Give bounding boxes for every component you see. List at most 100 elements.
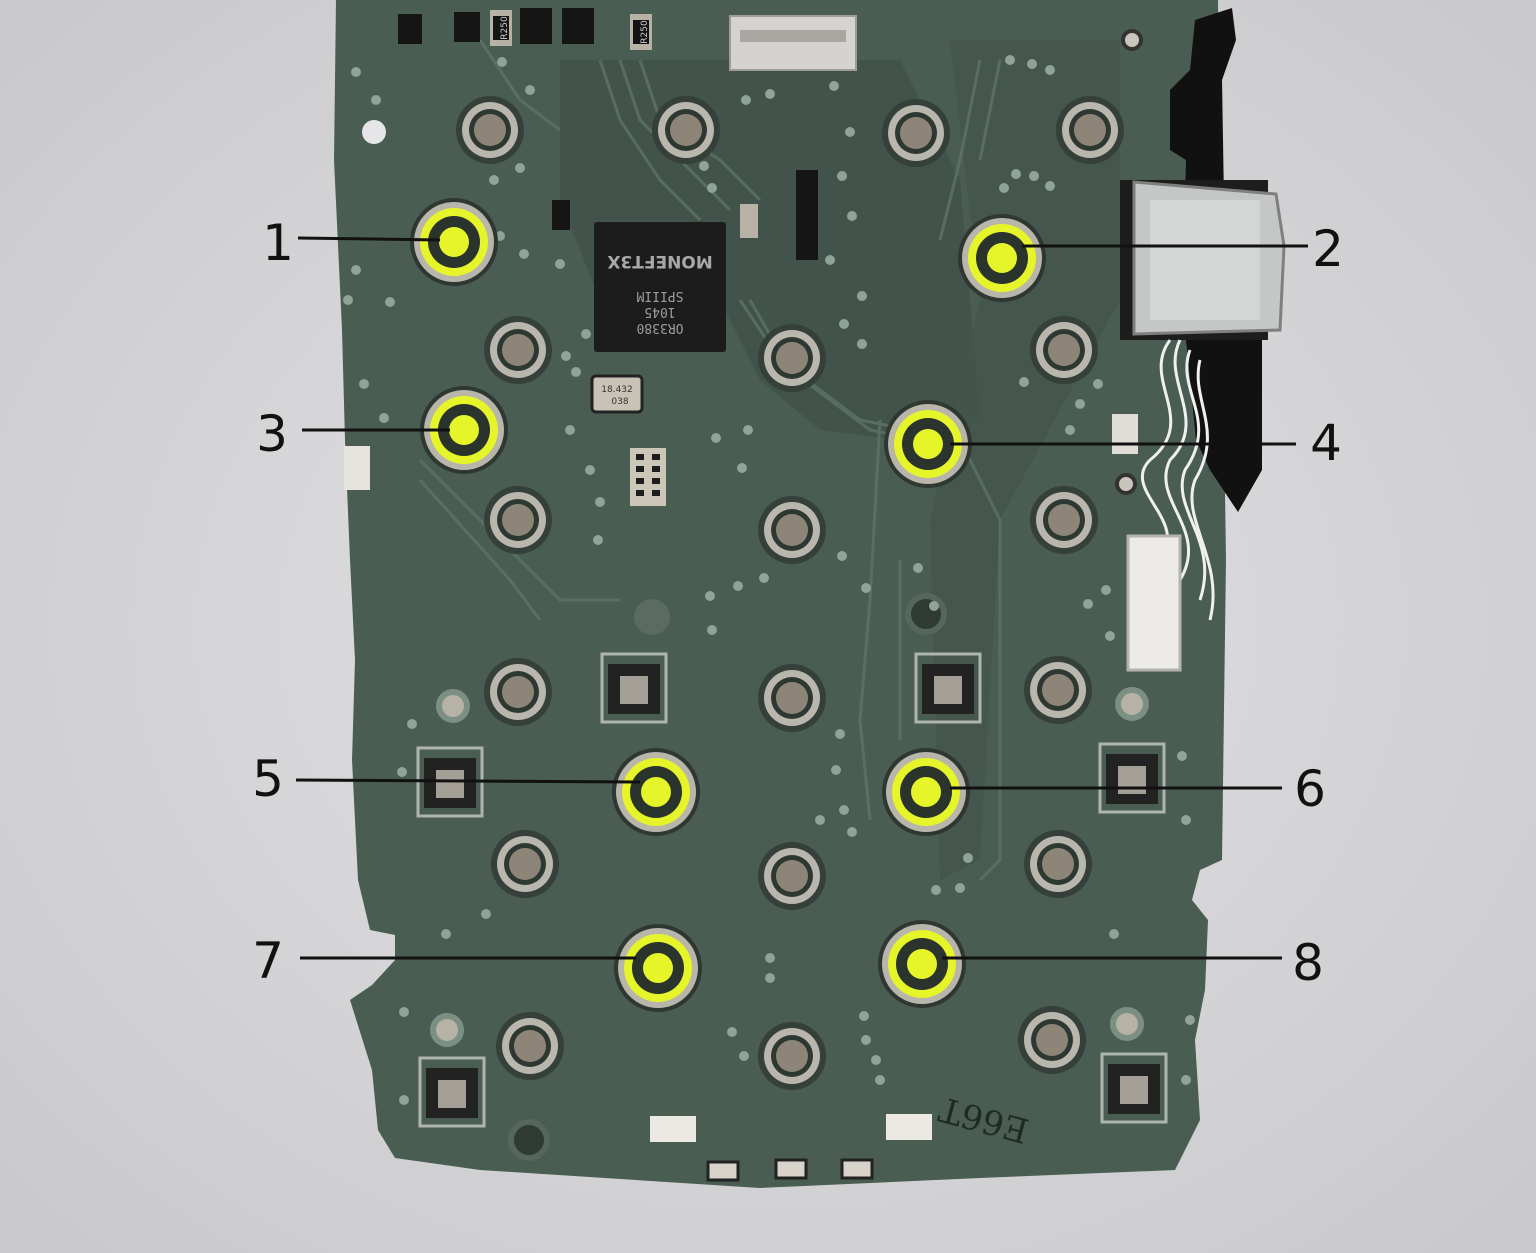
tactile-switch — [1098, 742, 1166, 814]
callout-4: 4 — [950, 414, 1342, 472]
callout-number: 8 — [1292, 934, 1324, 992]
crystal-line1: 18.432 — [601, 385, 633, 395]
via — [929, 601, 939, 611]
tactile-switch — [418, 1056, 486, 1128]
tactile-switch — [1100, 1052, 1168, 1124]
via — [999, 183, 1009, 193]
via — [875, 1075, 885, 1085]
via — [1109, 929, 1119, 939]
key-pad — [652, 96, 720, 164]
via — [859, 1011, 869, 1021]
via — [829, 81, 839, 91]
via — [1177, 751, 1187, 761]
via — [565, 425, 575, 435]
key-pad — [496, 1012, 564, 1080]
side-switches — [416, 652, 1168, 1128]
key-pad — [758, 664, 826, 732]
via — [1101, 585, 1111, 595]
via-large — [1110, 1007, 1144, 1041]
key-pad — [484, 316, 552, 384]
via — [351, 67, 361, 77]
callout-5: 5 — [252, 750, 641, 808]
crystal-oscillator: 18.432 038 — [590, 374, 644, 414]
via-large — [430, 1013, 464, 1047]
right-side-components — [1112, 8, 1286, 672]
via-large — [905, 593, 947, 635]
callout-number: 4 — [1310, 414, 1342, 472]
key-pad — [1030, 486, 1098, 554]
via — [593, 535, 603, 545]
key-pad — [758, 1022, 826, 1090]
callout-number: 2 — [1312, 220, 1344, 278]
via-large — [436, 689, 470, 723]
via — [1075, 399, 1085, 409]
key-pad — [1056, 96, 1124, 164]
via — [519, 249, 529, 259]
via — [399, 1095, 409, 1105]
via — [1045, 181, 1055, 191]
via — [1019, 377, 1029, 387]
key-pads — [456, 96, 1124, 1090]
highlighted-pad-8 — [878, 920, 966, 1008]
highlighted-pads — [410, 198, 1046, 1012]
pcb-traces — [418, 39, 1002, 882]
highlighted-pad-5 — [612, 748, 700, 836]
highlighted-pad-3 — [420, 386, 508, 474]
via — [765, 973, 775, 983]
via — [699, 161, 709, 171]
resistor-label: R250 — [500, 16, 510, 40]
callout-6: 6 — [950, 760, 1326, 818]
via — [931, 885, 941, 895]
via — [555, 259, 565, 269]
via — [385, 297, 395, 307]
key-pad — [1018, 1006, 1086, 1074]
via — [707, 625, 717, 635]
via — [759, 573, 769, 583]
leds — [344, 446, 932, 1182]
key-pad — [484, 486, 552, 554]
ic-marking-line4: MONEFT3X — [607, 251, 712, 271]
key-pad — [758, 324, 826, 392]
key-pad — [758, 496, 826, 564]
via — [835, 729, 845, 739]
via — [1065, 425, 1075, 435]
via — [847, 211, 857, 221]
via — [733, 581, 743, 591]
small-ics — [630, 448, 666, 506]
mounting-hole — [1121, 29, 1143, 51]
via — [561, 351, 571, 361]
via — [1011, 169, 1021, 179]
key-pad — [456, 96, 524, 164]
callout-3: 3 — [256, 405, 450, 463]
highlighted-pad-6 — [882, 748, 970, 836]
via — [399, 1007, 409, 1017]
callout-line — [295, 778, 641, 784]
via — [1181, 815, 1191, 825]
via — [815, 815, 825, 825]
via — [707, 183, 717, 193]
via — [765, 89, 775, 99]
via — [497, 57, 507, 67]
ic-marking-line1: OR3380 — [637, 320, 684, 335]
via — [737, 463, 747, 473]
callout-number: 6 — [1294, 760, 1326, 818]
via — [1181, 1075, 1191, 1085]
via — [407, 719, 417, 729]
via — [861, 1035, 871, 1045]
via — [595, 497, 605, 507]
via — [871, 1055, 881, 1065]
via — [743, 425, 753, 435]
callout-8: 8 — [942, 934, 1324, 992]
highlighted-pad-4 — [884, 400, 972, 488]
key-pad — [484, 658, 552, 726]
via — [963, 853, 973, 863]
key-pad — [758, 842, 826, 910]
via-large — [508, 1119, 550, 1161]
via — [379, 413, 389, 423]
via — [913, 563, 923, 573]
via — [1005, 55, 1015, 65]
via — [857, 339, 867, 349]
via — [1105, 631, 1115, 641]
via — [741, 95, 751, 105]
